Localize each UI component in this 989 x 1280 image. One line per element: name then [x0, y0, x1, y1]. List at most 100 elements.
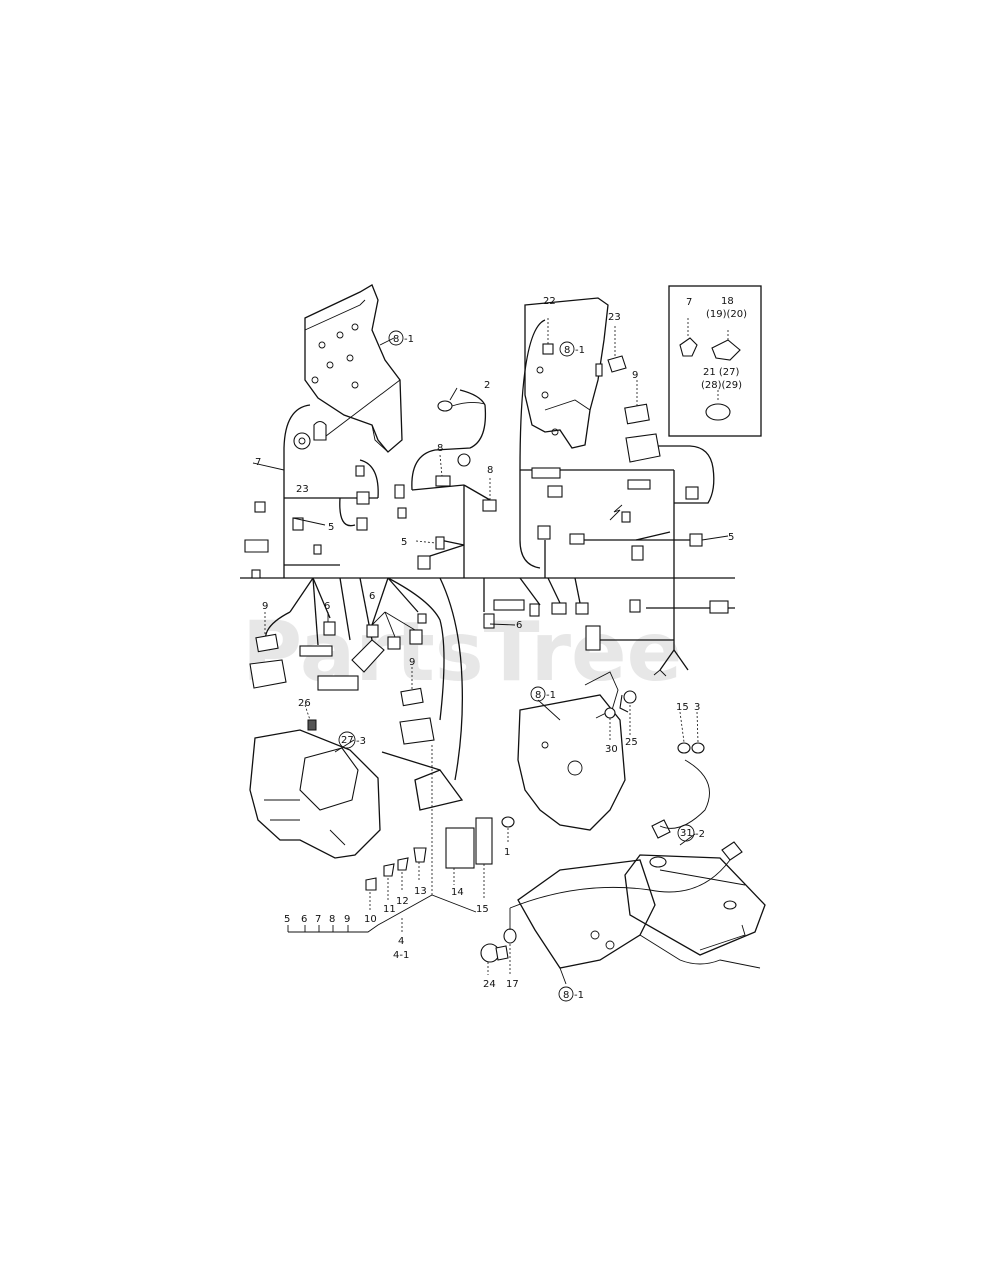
part-12 [397, 857, 409, 871]
callouts: 2 23 7 5 5 8 8 22 23 9 5 7 18 (19)(20) 2… [255, 296, 747, 990]
cable-clamp [721, 841, 743, 861]
callout-10: 10 [364, 914, 377, 925]
connector [493, 599, 525, 611]
callout-6c: 6 [516, 620, 522, 631]
callout-25b: 25 [625, 737, 638, 748]
bolt-26 [307, 719, 317, 731]
washer-16 [677, 742, 691, 754]
connector [551, 602, 567, 615]
connector [417, 613, 427, 624]
nut-3 [691, 742, 705, 754]
connector [709, 600, 729, 614]
bracket-panel-middle-right [517, 671, 637, 831]
callout-9b: 9 [632, 370, 638, 381]
circled-refs: 8 -1 8 -1 8 -1 8 -1 27 -3 31 -2 [338, 330, 705, 1002]
callout-9c: 9 [409, 657, 415, 668]
callout-12: 12 [396, 896, 409, 907]
relay [249, 659, 287, 689]
callout-22: 22 [543, 296, 556, 307]
callout-row-5: 5 [284, 914, 290, 925]
connector [292, 517, 304, 531]
connector [387, 636, 401, 650]
terminal-cap [651, 819, 671, 839]
relay-cover [255, 633, 279, 653]
connector [351, 639, 385, 673]
connector [356, 517, 368, 531]
callout-9a: 9 [262, 601, 268, 612]
ref-8-1d-suffix: -1 [574, 990, 584, 1001]
nut-1 [501, 816, 515, 828]
callout-21-27: 21 (27) [703, 367, 740, 378]
connector [254, 501, 266, 513]
connector [409, 629, 423, 645]
connector [457, 453, 471, 467]
ref-31-2: 31 [680, 828, 693, 839]
clip-18 [711, 339, 741, 361]
callout-28-29: (28)(29) [701, 380, 742, 391]
bolt-25b [623, 690, 637, 704]
clip-22 [542, 343, 554, 355]
connector [417, 555, 431, 570]
callout-6a: 6 [324, 601, 330, 612]
connector [575, 602, 589, 615]
callout-26: 26 [298, 698, 311, 709]
callout-row-6: 6 [301, 914, 307, 925]
callout-7b: 7 [686, 297, 692, 308]
ref-8-1d: 8 [563, 990, 569, 1001]
callout-8a: 8 [437, 443, 443, 454]
connector [537, 525, 551, 540]
callout-4-1: 4-1 [393, 950, 409, 961]
part-15 [475, 817, 493, 865]
callout-23a: 23 [296, 484, 309, 495]
connector [569, 533, 585, 545]
connector [689, 533, 703, 547]
callout-19-20: (19)(20) [706, 309, 747, 320]
connector [244, 539, 269, 553]
main-harness [240, 319, 735, 781]
connector [529, 603, 540, 617]
relay [399, 717, 435, 745]
callout-row-8: 8 [329, 914, 335, 925]
part-13 [413, 847, 427, 863]
controller-box [299, 747, 359, 811]
part-11 [383, 863, 395, 877]
relay [625, 433, 661, 463]
relay-cover [624, 403, 650, 425]
connector [685, 486, 699, 500]
connectors [244, 453, 729, 691]
connector [313, 544, 322, 555]
clip [313, 420, 327, 441]
callout-13: 13 [414, 886, 427, 897]
part-10 [365, 877, 377, 891]
terminal-17 [503, 928, 517, 944]
clip [595, 363, 603, 377]
ref-8-1a-suffix: -1 [404, 334, 414, 345]
callout-16: 15 [676, 702, 689, 713]
callout-30: 30 [605, 744, 618, 755]
callout-4: 4 [398, 936, 404, 947]
connector [397, 507, 407, 519]
connector [317, 675, 359, 691]
grommet-7 [679, 337, 698, 357]
callout-8b: 8 [487, 465, 493, 476]
callout-5a: 5 [328, 522, 334, 533]
bracket-panel-top-right [524, 297, 609, 449]
ref-8-1b: 8 [564, 345, 570, 356]
callout-5b: 5 [401, 537, 407, 548]
callout-24: 24 [483, 979, 496, 990]
connector [547, 485, 563, 498]
connector [482, 499, 497, 512]
connector [627, 479, 651, 490]
connector [251, 569, 261, 579]
callout-23b: 23 [608, 312, 621, 323]
battery-terminal [649, 856, 667, 868]
relays [249, 403, 661, 745]
ref-27-3: 27 [341, 735, 354, 746]
connector [366, 624, 379, 638]
band-21 [705, 403, 731, 421]
callout-7a: 7 [255, 457, 261, 468]
battery-terminal [723, 900, 737, 910]
controller-block [249, 719, 515, 891]
callout-1: 1 [504, 847, 510, 858]
